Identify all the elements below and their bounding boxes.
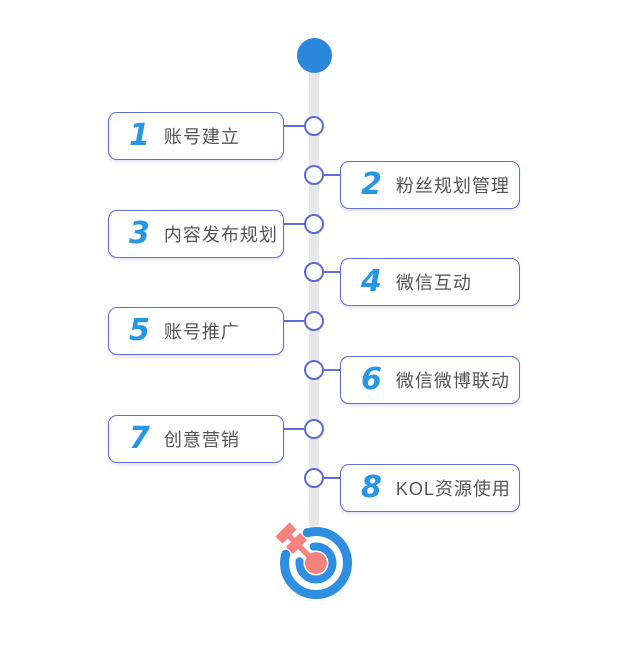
step-number: 2: [361, 167, 382, 202]
step-number: 7: [129, 421, 150, 456]
connector-line: [324, 369, 340, 371]
step-label: 粉丝规划管理: [395, 176, 510, 196]
step-number: 5: [129, 313, 150, 348]
timeline-node: [304, 214, 324, 234]
step-label: KOL资源使用: [395, 479, 511, 499]
connector-line: [324, 174, 340, 176]
step-number: 4: [361, 264, 382, 299]
step-box-2: 2 粉丝规划管理: [340, 161, 520, 209]
timeline-spine: [309, 60, 319, 527]
step-number: 3: [129, 216, 150, 251]
step-label: 账号推广: [163, 322, 240, 342]
connector-line: [284, 428, 304, 430]
timeline-node: [304, 165, 324, 185]
timeline-node: [304, 116, 324, 136]
step-label: 创意营销: [163, 430, 240, 450]
step-label: 微信微博联动: [395, 371, 510, 391]
step-number: 8: [361, 470, 382, 505]
step-box-3: 3 内容发布规划: [108, 210, 284, 258]
connector-line: [284, 320, 304, 322]
step-label: 内容发布规划: [163, 225, 278, 245]
step-number: 6: [361, 362, 382, 397]
step-box-6: 6 微信微博联动: [340, 356, 520, 404]
timeline-node: [304, 419, 324, 439]
timeline-node: [304, 468, 324, 488]
timeline-start-dot-icon: [297, 38, 332, 73]
step-box-5: 5 账号推广: [108, 307, 284, 355]
dartboard-dart-icon: [275, 522, 352, 599]
step-box-7: 7 创意营销: [108, 415, 284, 463]
step-label: 微信互动: [395, 273, 472, 293]
step-box-4: 4 微信互动: [340, 258, 520, 306]
step-box-1: 1 账号建立: [108, 112, 284, 160]
connector-line: [324, 477, 340, 479]
connector-line: [284, 125, 304, 127]
step-number: 1: [129, 118, 150, 153]
connector-line: [324, 271, 340, 273]
timeline-node: [304, 262, 324, 282]
connector-line: [284, 223, 304, 225]
timeline-node: [304, 360, 324, 380]
step-label: 账号建立: [163, 127, 240, 147]
timeline-node: [304, 311, 324, 331]
step-box-8: 8 KOL资源使用: [340, 464, 520, 512]
